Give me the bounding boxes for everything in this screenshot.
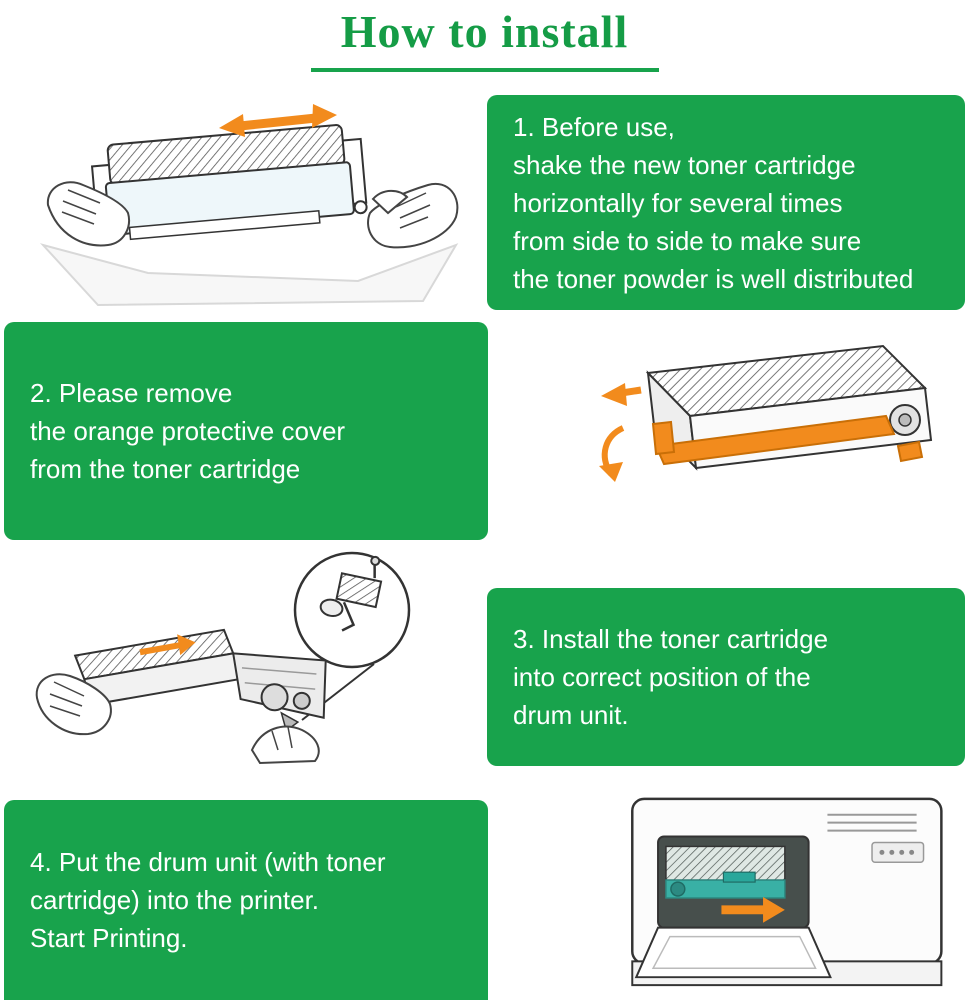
install-toner-into-drum-unit-illustration bbox=[22, 548, 472, 773]
step-4-text: 4. Put the drum unit (with toner cartrid… bbox=[30, 847, 386, 953]
insert-drum-unit-into-printer-illustration bbox=[573, 785, 963, 998]
printer-icon bbox=[631, 797, 943, 987]
step-4-panel: 4. Put the drum unit (with toner cartrid… bbox=[4, 800, 488, 1000]
install-into-drum-icon bbox=[35, 551, 411, 765]
title-underline bbox=[310, 68, 659, 72]
page-title: How to install bbox=[340, 6, 629, 57]
step-1-text: 1. Before use, shake the new toner cartr… bbox=[513, 111, 914, 294]
step-3-text: 3. Install the toner cartridge into corr… bbox=[513, 624, 829, 730]
step-2-panel: 2. Please remove the orange protective c… bbox=[4, 322, 488, 540]
step-2-text: 2. Please remove the orange protective c… bbox=[30, 378, 346, 484]
shake-toner-cartridge-illustration bbox=[28, 95, 468, 310]
remove-orange-protective-cover-illustration bbox=[553, 328, 963, 538]
step-3-panel: 3. Install the toner cartridge into corr… bbox=[487, 588, 965, 766]
step-1-panel: 1. Before use, shake the new toner cartr… bbox=[487, 95, 965, 310]
shake-toner-cartridge-icon bbox=[39, 104, 459, 307]
remove-protective-cover-icon bbox=[599, 344, 933, 482]
